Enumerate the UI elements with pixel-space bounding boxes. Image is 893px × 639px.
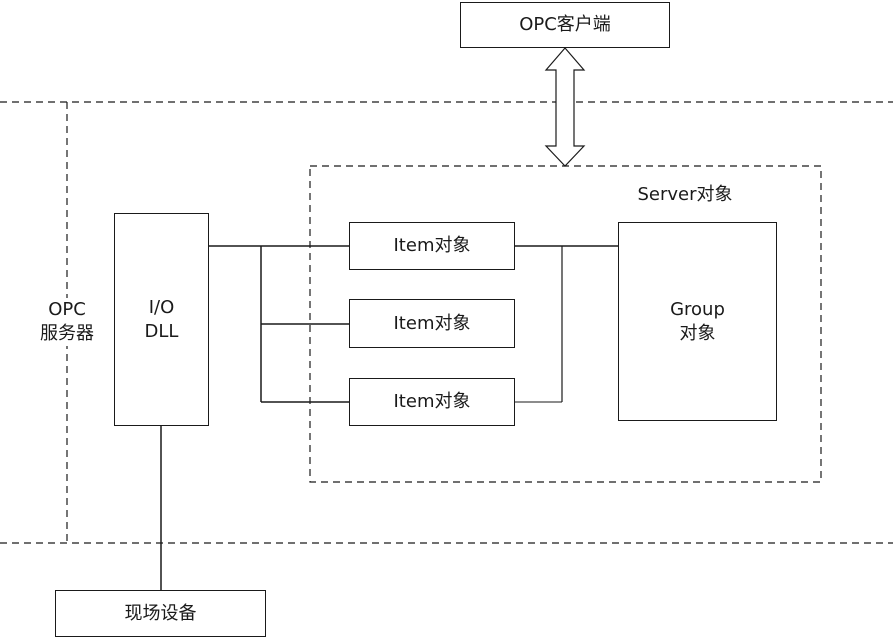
opc-client-box: OPC客户端 bbox=[460, 2, 670, 48]
opc-server-label-line1: OPC bbox=[48, 299, 86, 320]
field-devices-label: 现场设备 bbox=[124, 602, 197, 624]
item-object-label: Item对象 bbox=[393, 235, 471, 256]
opc-server-label: OPC 服务器 bbox=[30, 298, 104, 346]
group-object-box: Group 对象 bbox=[618, 222, 777, 421]
io-dll-label-line2: DLL bbox=[144, 320, 179, 342]
io-dll-box: I/O DLL bbox=[114, 213, 209, 426]
group-label-line1: Group bbox=[670, 298, 725, 320]
field-devices-box: 现场设备 bbox=[55, 590, 266, 637]
opc-server-label-line2: 服务器 bbox=[40, 323, 94, 344]
item-object-label: Item对象 bbox=[393, 312, 471, 334]
io-dll-label-line1: I/O bbox=[148, 296, 175, 318]
item-object-box: Item对象 bbox=[349, 299, 515, 348]
bidirectional-arrow bbox=[544, 47, 586, 167]
opc-client-label: OPC客户端 bbox=[519, 14, 611, 35]
item-object-label: Item对象 bbox=[393, 391, 471, 412]
item-object-box: Item对象 bbox=[349, 378, 515, 426]
item-object-box: Item对象 bbox=[349, 222, 515, 270]
server-object-label: Server对象 bbox=[637, 184, 733, 205]
group-label-line2: 对象 bbox=[679, 322, 716, 344]
